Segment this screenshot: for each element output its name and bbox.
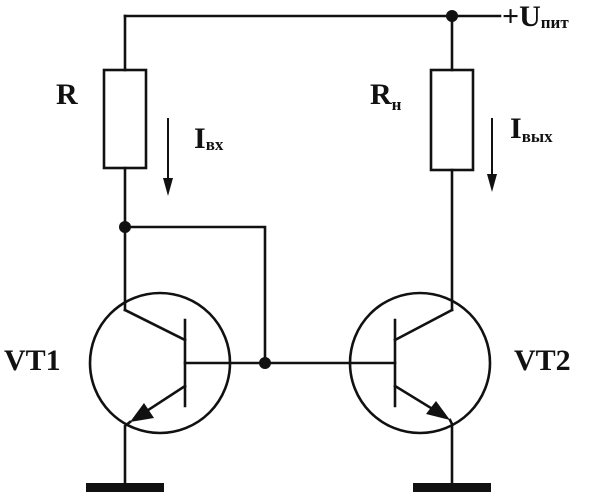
- right-wire-emitter-ground: [448, 418, 454, 488]
- transistor-vt1-body: [88, 291, 232, 435]
- ground-left-icon: [86, 483, 164, 492]
- resistor-rn: [429, 68, 475, 172]
- input-current-arrow-head-icon: [163, 178, 173, 196]
- transistor-vt2-body: [348, 291, 492, 435]
- supply-label: +Uпит: [502, 0, 569, 33]
- output-current-label: Iвых: [510, 112, 553, 146]
- transistor-vt2-collector: [393, 308, 454, 342]
- resistor-rn-label: Rн: [370, 78, 402, 114]
- resistor-r-label: R: [56, 78, 78, 111]
- transistor-vt1-emitter-arrow-icon: [130, 403, 154, 422]
- output-current-arrow-head-icon: [487, 174, 497, 192]
- base-collector-feedback-wire: [123, 225, 267, 365]
- transistor-vt2-label: VT2: [514, 344, 571, 377]
- transistor-vt1-collector: [123, 308, 187, 342]
- resistor-r: [102, 68, 148, 170]
- transistor-vt1-label: VT1: [4, 344, 61, 377]
- input-current-label: Iвх: [194, 122, 224, 155]
- ground-right-icon: [413, 483, 491, 492]
- transistor-vt2-emitter-arrow-icon: [426, 401, 450, 420]
- left-wire-emitter-ground: [123, 420, 132, 488]
